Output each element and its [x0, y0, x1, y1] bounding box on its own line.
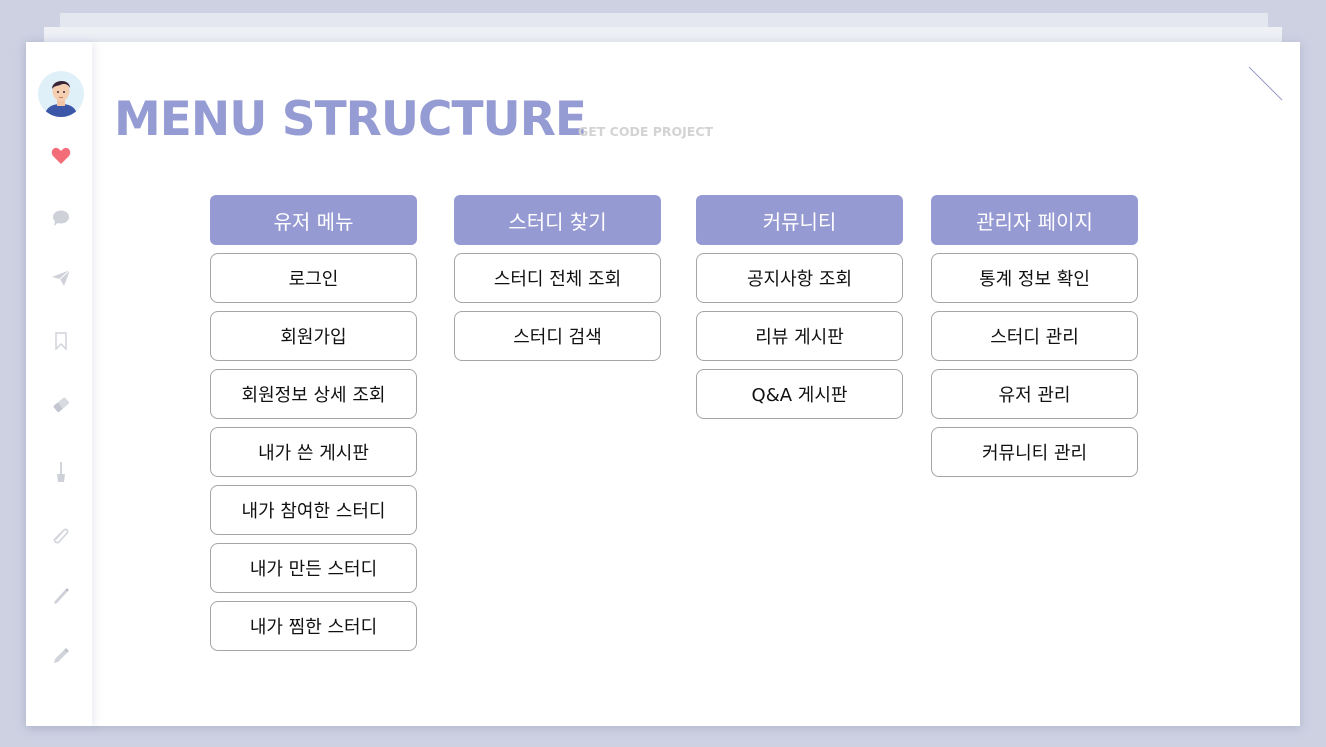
menu-item-notices[interactable]: 공지사항 조회 — [696, 253, 903, 303]
bookmark-icon[interactable] — [49, 329, 73, 353]
menu-item-statistics[interactable]: 통계 정보 확인 — [931, 253, 1138, 303]
column-header-find-study[interactable]: 스터디 찾기 — [454, 195, 661, 245]
menu-item-liked-studies[interactable]: 내가 찜한 스터디 — [210, 601, 417, 651]
menu-item-user-admin[interactable]: 유저 관리 — [931, 369, 1138, 419]
pen-icon[interactable] — [49, 583, 73, 607]
pencil-icon[interactable] — [49, 644, 73, 668]
menu-column-study: 스터디 찾기 스터디 전체 조회 스터디 검색 — [454, 195, 661, 361]
corner-decoration — [1248, 66, 1283, 101]
menu-item-created-studies[interactable]: 내가 만든 스터디 — [210, 543, 417, 593]
avatar[interactable] — [38, 71, 84, 117]
column-header-user-menu[interactable]: 유저 메뉴 — [210, 195, 417, 245]
menu-item-joined-studies[interactable]: 내가 참여한 스터디 — [210, 485, 417, 535]
paperclip-icon[interactable] — [49, 523, 73, 547]
column-header-community[interactable]: 커뮤니티 — [696, 195, 903, 245]
menu-item-community-admin[interactable]: 커뮤니티 관리 — [931, 427, 1138, 477]
brush-icon[interactable] — [49, 460, 73, 484]
menu-item-login[interactable]: 로그인 — [210, 253, 417, 303]
menu-item-all-studies[interactable]: 스터디 전체 조회 — [454, 253, 661, 303]
menu-item-member-info[interactable]: 회원정보 상세 조회 — [210, 369, 417, 419]
chat-bubble-icon[interactable] — [49, 206, 73, 230]
menu-item-my-posts[interactable]: 내가 쓴 게시판 — [210, 427, 417, 477]
menu-column-community: 커뮤니티 공지사항 조회 리뷰 게시판 Q&A 게시판 — [696, 195, 903, 419]
sidebar — [26, 42, 92, 726]
page-subtitle: GET CODE PROJECT — [578, 124, 714, 139]
menu-item-reviews[interactable]: 리뷰 게시판 — [696, 311, 903, 361]
paper-plane-icon[interactable] — [49, 266, 73, 290]
menu-item-study-admin[interactable]: 스터디 관리 — [931, 311, 1138, 361]
menu-item-signup[interactable]: 회원가입 — [210, 311, 417, 361]
slide: MENU STRUCTURE GET CODE PROJECT 유저 메뉴 로그… — [26, 42, 1300, 726]
eraser-icon[interactable] — [49, 393, 73, 417]
menu-item-qna[interactable]: Q&A 게시판 — [696, 369, 903, 419]
menu-column-user: 유저 메뉴 로그인 회원가입 회원정보 상세 조회 내가 쓴 게시판 내가 참여… — [210, 195, 417, 651]
column-header-admin[interactable]: 관리자 페이지 — [931, 195, 1138, 245]
page-title: MENU STRUCTURE — [114, 92, 587, 147]
menu-column-admin: 관리자 페이지 통계 정보 확인 스터디 관리 유저 관리 커뮤니티 관리 — [931, 195, 1138, 477]
menu-item-study-search[interactable]: 스터디 검색 — [454, 311, 661, 361]
heart-icon[interactable] — [49, 144, 73, 168]
